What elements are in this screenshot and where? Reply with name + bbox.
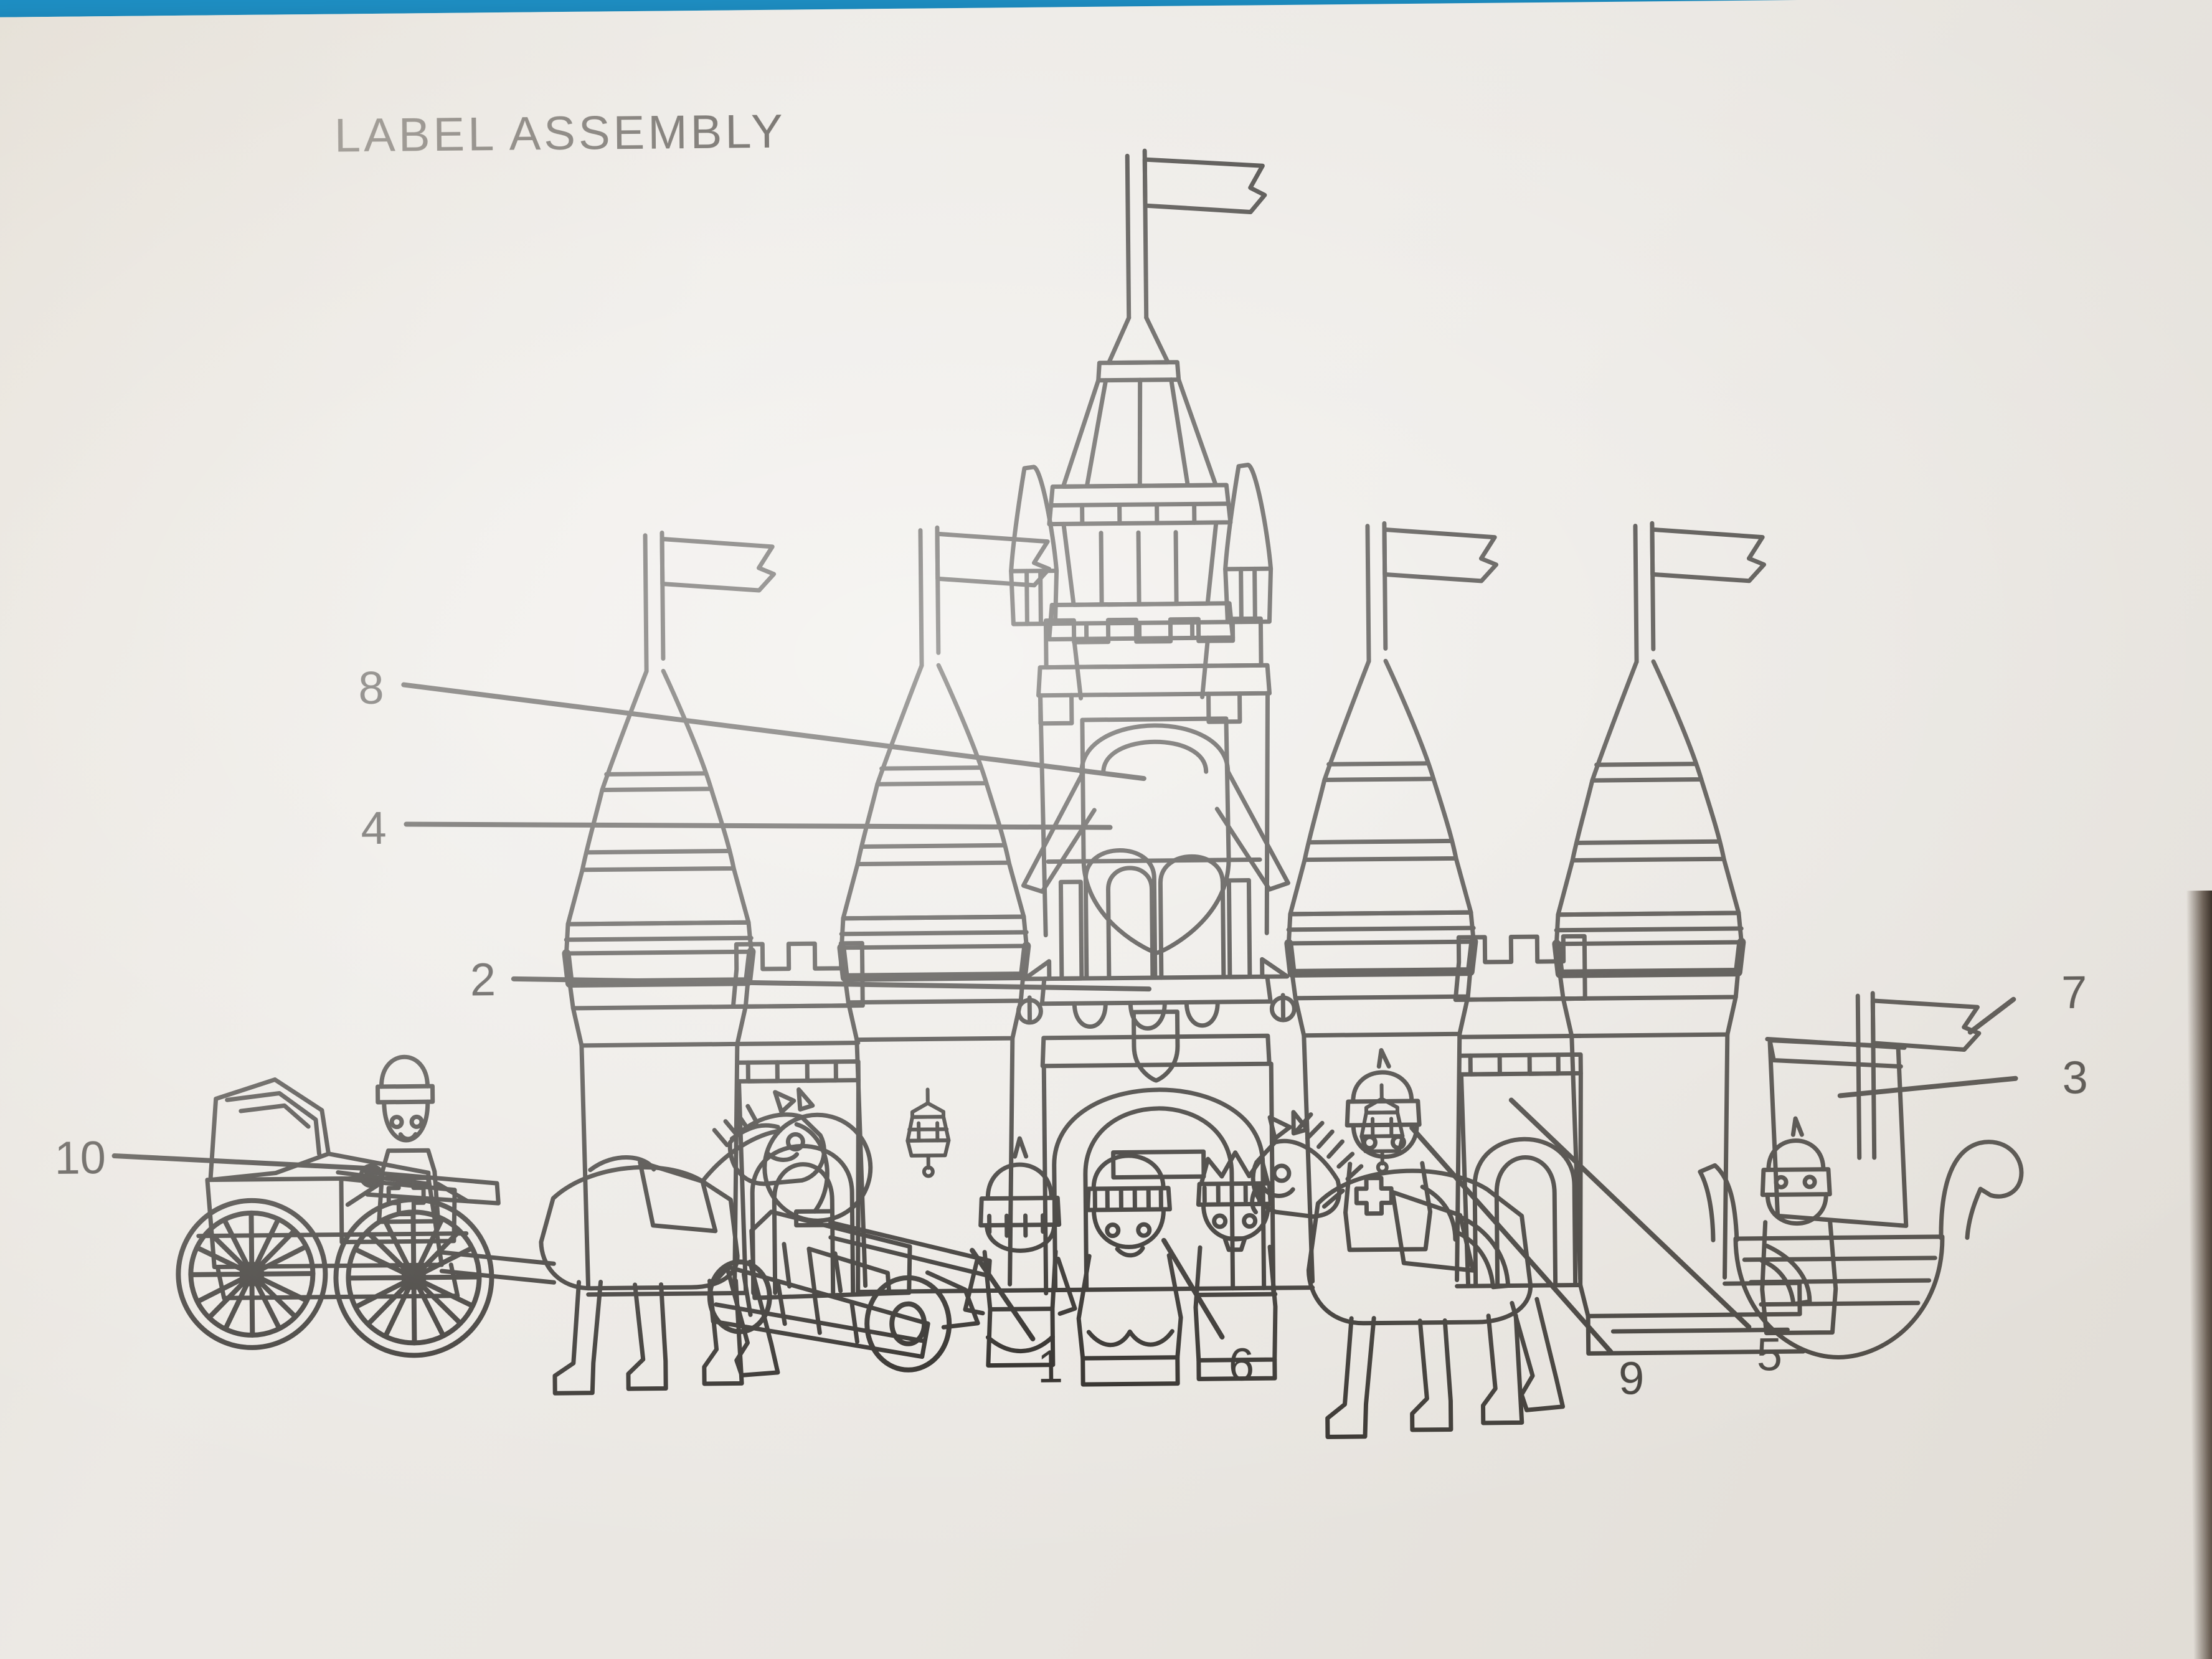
callout-6[interactable]: 6 <box>1228 1338 1255 1391</box>
viking-ship <box>1698 991 2024 1359</box>
ship-knight-figure <box>1759 1116 1838 1336</box>
carriage-horse <box>539 1087 826 1396</box>
leader-lines <box>111 682 2018 1354</box>
right-tower-outer <box>1552 521 1767 1281</box>
balcony-window-arches <box>1083 848 1158 981</box>
princess-figure <box>1076 1153 1183 1387</box>
callout-2[interactable]: 2 <box>470 953 496 1006</box>
wall-lantern <box>905 1087 951 1178</box>
horse-drawn-carriage <box>176 1054 826 1396</box>
callout-1[interactable]: 1 <box>1037 1340 1064 1392</box>
mounted-knight-figure <box>1321 1047 1458 1252</box>
callout-10[interactable]: 10 <box>54 1132 106 1184</box>
callout-8[interactable]: 8 <box>357 661 384 714</box>
main-gate <box>1041 1061 1276 1296</box>
balcony <box>1016 848 1297 1083</box>
wall-lantern-right <box>1359 1083 1405 1174</box>
right-tower-inner <box>1284 521 1499 1284</box>
callout-4[interactable]: 4 <box>361 801 387 854</box>
mounted-knight-horse <box>1250 1047 1566 1439</box>
carriage-driver-figure <box>345 1054 470 1224</box>
callout-9[interactable]: 9 <box>1618 1352 1645 1404</box>
ship-pennant-flag <box>1870 998 1982 1052</box>
spire-side-cones <box>1009 463 1274 626</box>
standing-knight-figure <box>963 1136 1077 1368</box>
callout-3[interactable]: 3 <box>2062 1051 2089 1104</box>
catapult <box>707 1112 992 1373</box>
balcony-railing <box>1039 974 1273 1006</box>
callout-7[interactable]: 7 <box>2061 966 2087 1019</box>
central-spire-with-flag <box>1047 148 1267 701</box>
callout-5[interactable]: 5 <box>1756 1328 1783 1381</box>
